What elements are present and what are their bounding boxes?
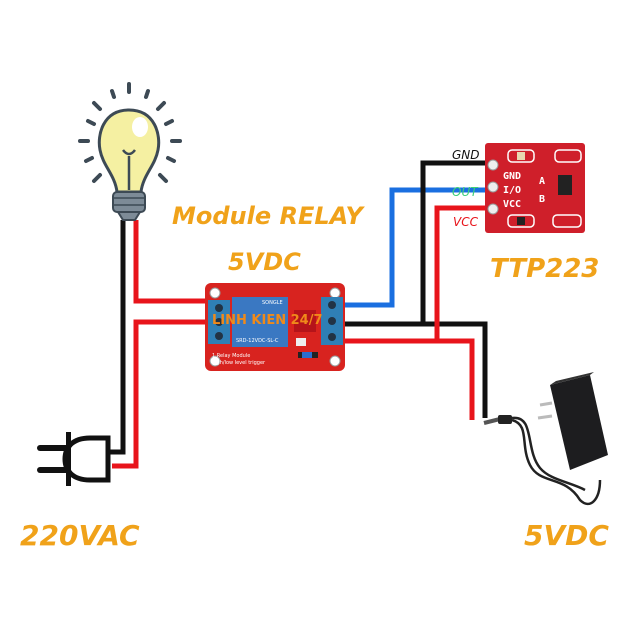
relay-brand: SONGLE <box>262 300 283 306</box>
supply-voltage-label: 5VDC <box>524 519 609 552</box>
module-voltage: 5VDC <box>228 248 301 276</box>
silk-gnd: GND <box>503 171 521 182</box>
pin-label-gnd: GND <box>452 148 480 162</box>
wire-gnd-black <box>342 321 488 418</box>
wire-bulb-black <box>108 220 126 455</box>
wire-vcc-sensor-red <box>434 205 490 341</box>
wires <box>108 160 490 469</box>
pin-label-vcc: VCC <box>453 215 479 229</box>
power-plug-icon <box>37 432 111 486</box>
ttp223-sensor: GND I/O VCC A B <box>485 143 585 233</box>
module-title: Module RELAY <box>172 202 365 230</box>
watermark: LINH KIEN 24/7 <box>212 313 323 328</box>
light-bulb-icon <box>78 82 182 221</box>
silk-b: B <box>539 194 545 205</box>
wire-bulb-red <box>133 220 208 304</box>
wire-gnd-sensor-black <box>420 160 490 324</box>
silk-vcc: VCC <box>503 199 521 210</box>
board-subtitle: high/low level trigger <box>212 360 266 366</box>
power-adapter-icon <box>483 372 608 506</box>
relay-model: SRD-12VDC-SL-C <box>236 338 279 344</box>
wire-out-blue <box>342 187 490 308</box>
sensor-name: TTP223 <box>490 254 599 284</box>
mains-voltage-label: 220VAC <box>20 519 140 552</box>
silk-a: A <box>539 176 545 187</box>
relay-module: SONGLE SRD-12VDC-SL-C 1 Relay Module hig… <box>205 283 345 371</box>
wire-plug-red <box>112 319 208 469</box>
silk-io: I/O <box>503 185 521 196</box>
pin-label-out: OUT <box>452 185 479 199</box>
board-name: 1 Relay Module <box>212 353 250 359</box>
wire-vcc-red <box>342 338 475 420</box>
